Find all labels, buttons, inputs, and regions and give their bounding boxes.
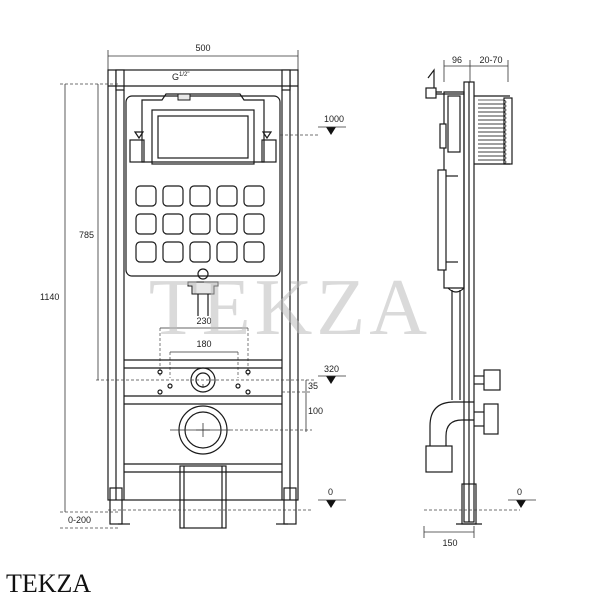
width-dimension-label: 500 (195, 43, 210, 53)
wall-bracket-spring (478, 97, 513, 165)
cistern-reinforcement-grid (135, 185, 265, 263)
grid-cell (189, 241, 211, 263)
adjust-label: 20-70 (479, 55, 502, 65)
level-1000-label: 1000 (324, 114, 344, 124)
grid-cell (162, 185, 184, 207)
level-0-front-label: 0 (328, 487, 333, 497)
spring-coil (478, 131, 507, 137)
watermark: TEKZA (149, 264, 431, 352)
depth-label: 96 (452, 55, 462, 65)
grid-cell (135, 213, 157, 235)
brand-logo: TEKZA (6, 569, 91, 598)
spring-coil (478, 119, 507, 125)
grid-cell (243, 213, 265, 235)
flush-outlet (187, 281, 219, 295)
height-total-label: 1140 (40, 292, 59, 302)
spring-coil (478, 135, 507, 141)
dim-100-label: 100 (308, 406, 323, 416)
level-320-label: 320 (324, 364, 339, 374)
height-upper-label: 785 (79, 230, 94, 240)
side-supply-connection (483, 369, 501, 391)
spring-coil (478, 123, 507, 129)
left-foot (109, 487, 123, 525)
water-inlet (177, 93, 191, 101)
side-view: 96 20-70 (423, 55, 536, 548)
spring-coil (478, 139, 507, 145)
grid-cell (189, 213, 211, 235)
frame-outline (107, 69, 299, 501)
spring-coil (478, 111, 507, 117)
level-0-side-label: 0 (517, 487, 522, 497)
grid-cell (243, 185, 265, 207)
spring-coil (478, 127, 507, 133)
grid-cell (216, 213, 238, 235)
grid-cell (162, 213, 184, 235)
grid-cell (189, 185, 211, 207)
grid-cell (135, 241, 157, 263)
right-foot (283, 487, 297, 525)
spring-coil (478, 115, 507, 121)
spring-coil (478, 103, 507, 109)
drain-elbow (429, 401, 474, 470)
base-depth-label: 150 (442, 538, 457, 548)
grid-cell (216, 185, 238, 207)
dim-35-label: 35 (308, 381, 318, 391)
grid-cell (243, 241, 265, 263)
spring-coil (478, 147, 507, 153)
spring-coil (478, 151, 507, 157)
spring-coil (478, 99, 507, 105)
drain-pipe (179, 465, 227, 529)
front-view: 500 G1/2" 1000 (40, 43, 346, 529)
spring-coil (478, 143, 507, 149)
spring-coil (478, 155, 507, 161)
grid-cell (162, 241, 184, 263)
spacing-180-label: 180 (196, 339, 211, 349)
grid-cell (216, 241, 238, 263)
feet-adjust-label: 0-200 (68, 515, 91, 525)
connection-label: G1/2" (172, 72, 190, 82)
spacing-230-label: 230 (196, 316, 211, 326)
spring-coil (478, 107, 507, 113)
grid-cell (135, 185, 157, 207)
